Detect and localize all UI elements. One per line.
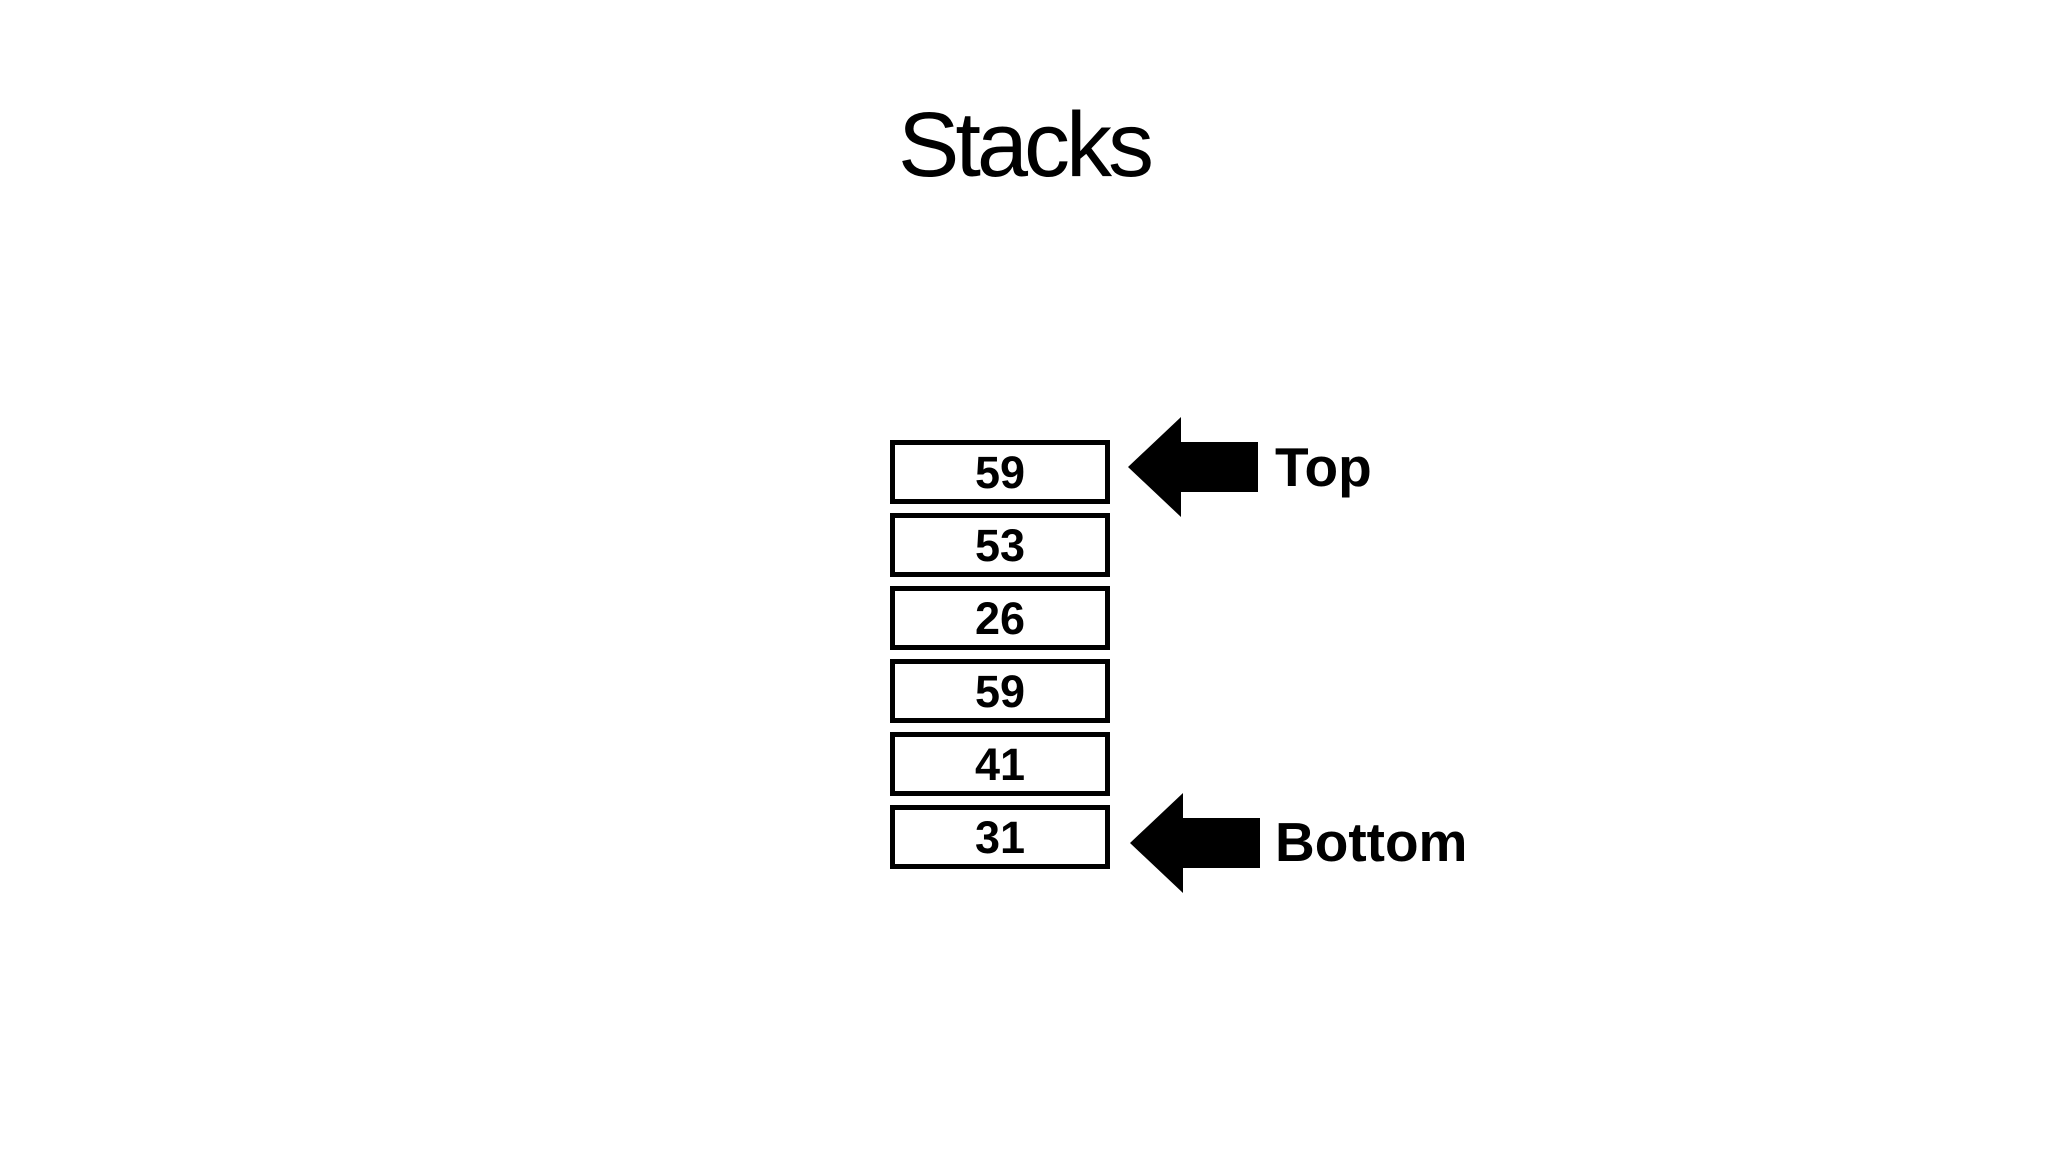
stack-cell: 41 [890, 732, 1110, 796]
stack-cell-value: 31 [974, 811, 1026, 863]
stack-cell: 26 [890, 586, 1110, 650]
stack-cell-value: 59 [974, 665, 1026, 717]
top-label: Top [1275, 436, 1372, 498]
top-pointer-arrow-icon [1128, 417, 1258, 517]
stack-cell-value: 41 [974, 738, 1026, 790]
stack-cell: 53 [890, 513, 1110, 577]
stack-cell-value: 53 [974, 519, 1026, 571]
stack-diagram: 59 53 26 59 41 31 [890, 440, 1110, 869]
bottom-pointer-arrow-icon [1130, 793, 1260, 893]
stack-cell-value: 59 [974, 446, 1026, 498]
page-title: Stacks [897, 94, 1154, 196]
bottom-label: Bottom [1275, 811, 1468, 873]
stack-cell-value: 26 [974, 592, 1026, 644]
stack-cell: 31 [890, 805, 1110, 869]
stack-cell: 59 [890, 659, 1110, 723]
stack-cell: 59 [890, 440, 1110, 504]
